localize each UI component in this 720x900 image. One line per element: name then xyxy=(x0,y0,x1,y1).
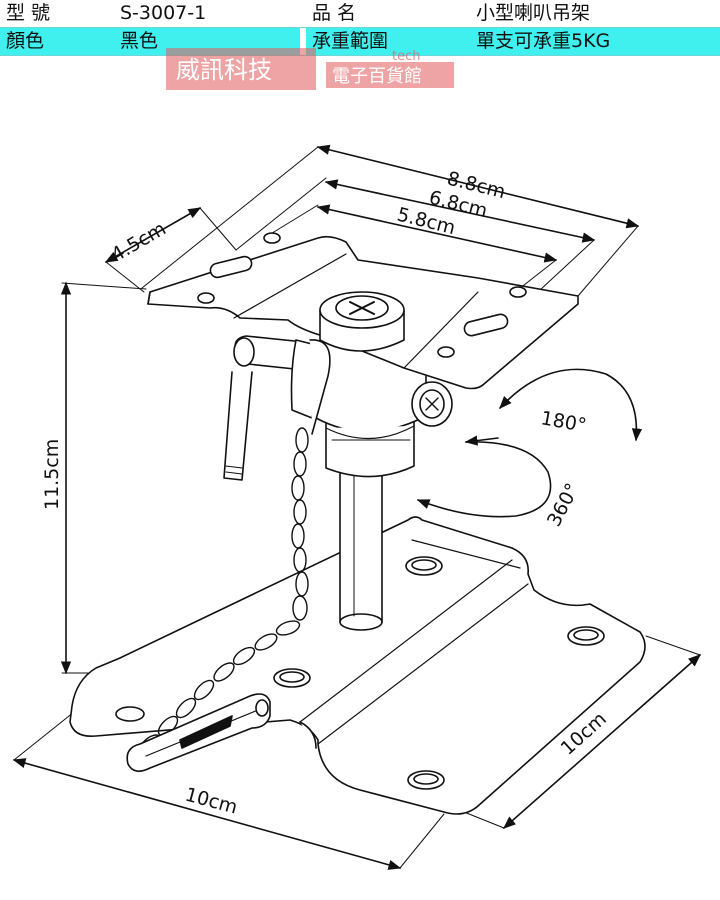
watermark-logo: 威訊科技 tech 電子百貨館 xyxy=(166,48,454,90)
swivel-head xyxy=(315,361,453,478)
cyan-band-right xyxy=(306,28,720,55)
dim-top-depth: 4.5cm xyxy=(108,218,170,267)
tilt-lever xyxy=(223,335,331,481)
color-value: 黑色 xyxy=(120,30,159,52)
snap-hook xyxy=(126,693,271,772)
dim-base-width: 10cm xyxy=(183,784,240,819)
watermark-store: 電子百貨館 xyxy=(332,66,422,87)
color-label: 顏色 xyxy=(6,30,45,52)
base-plate xyxy=(69,516,646,815)
rotation-360: 360° xyxy=(543,480,584,531)
divider xyxy=(0,55,720,56)
model-value: S-3007-1 xyxy=(120,2,207,24)
post xyxy=(339,461,383,631)
watermark-brand: 威訊科技 xyxy=(176,56,272,84)
product-name-value: 小型喇叭吊架 xyxy=(476,2,591,24)
dimension-lines xyxy=(12,144,701,870)
tilt-180-arrow xyxy=(499,368,643,442)
product-name-label: 品 名 xyxy=(312,2,357,24)
center-bolt xyxy=(319,291,405,352)
load-label: 承重範圍 xyxy=(312,30,389,52)
spec-table: 型 號 S-3007-1 品 名 小型喇叭吊架 顏色 黑色 承重範圍 單支可承重… xyxy=(0,0,720,56)
swivel-360-arrow xyxy=(416,435,552,518)
spec-row-model: 型 號 S-3007-1 品 名 小型喇叭吊架 xyxy=(0,0,720,27)
model-label: 型 號 xyxy=(6,2,51,24)
rotation-180: 180° xyxy=(539,407,588,437)
spec-row-color: 顏色 黑色 承重範圍 單支可承重5KG xyxy=(0,28,720,55)
dim-height: 11.5cm xyxy=(41,439,63,510)
load-value: 單支可承重5KG xyxy=(476,30,611,52)
bracket-diagram: 8.8cm 6.8cm 5.8cm 4.5cm 11.5cm 10cm 10cm… xyxy=(12,144,701,870)
divider xyxy=(0,27,720,28)
watermark-latin: tech xyxy=(392,49,420,64)
